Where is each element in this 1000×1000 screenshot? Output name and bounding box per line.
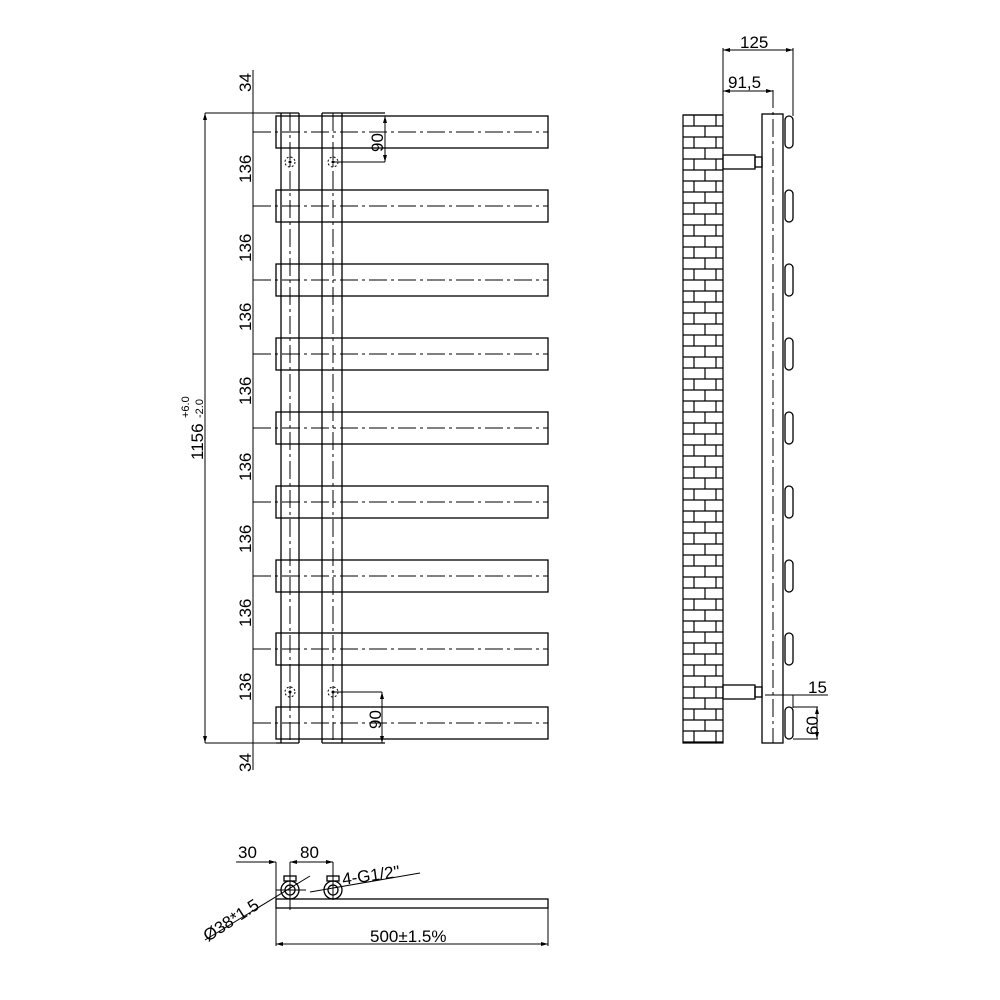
top-view: 30 80 4-G1/2" Ø38*1.5 500±1.5% <box>200 843 549 946</box>
spacing-label-3: 136 <box>236 303 255 331</box>
spacing-label-7: 136 <box>236 599 255 627</box>
height-tolerance-upper: +6.0 <box>180 396 192 418</box>
spacing-label-5: 136 <box>236 453 255 481</box>
bottom-offset-label: 34 <box>236 753 255 772</box>
bottom-connection-offset-label: 90 <box>366 710 385 729</box>
top-offset-label: 34 <box>236 73 255 92</box>
wall-bracket-bottom <box>722 684 756 700</box>
front-view: 34 136 136 136 136 136 136 136 136 34 90… <box>180 70 549 772</box>
top-bar-profile <box>275 898 549 909</box>
top-connection-offset-label: 90 <box>368 133 387 152</box>
spacing-label-2: 136 <box>236 234 255 262</box>
overall-height-label: 1156 <box>188 423 207 460</box>
edge-offset-label: 30 <box>238 843 257 862</box>
connections-label: 4-G1/2" <box>341 862 401 889</box>
bar-profiles <box>784 115 794 740</box>
wall-bracket-top <box>722 154 756 170</box>
horizontal-bars <box>253 113 549 743</box>
spacing-label-4: 136 <box>236 377 255 405</box>
brick-wall <box>682 114 724 744</box>
height-tolerance-lower: -2.0 <box>194 399 206 418</box>
total-depth-label: 125 <box>740 33 768 52</box>
spacing-label-8: 136 <box>236 673 255 701</box>
pipe-spacing-label: 80 <box>300 843 319 862</box>
spacing-label-6: 136 <box>236 525 255 553</box>
connection-points <box>284 156 339 698</box>
bar-offset-label: 15 <box>808 678 827 697</box>
pipe-diameter-label: Ø38*1.5 <box>200 895 263 945</box>
width-label: 500±1.5% <box>370 927 446 946</box>
spacing-label-1: 136 <box>236 155 255 183</box>
wall-to-center-label: 91,5 <box>728 73 761 92</box>
bar-height-label: 60 <box>803 716 822 735</box>
side-view: 125 91,5 15 60 <box>682 33 828 744</box>
